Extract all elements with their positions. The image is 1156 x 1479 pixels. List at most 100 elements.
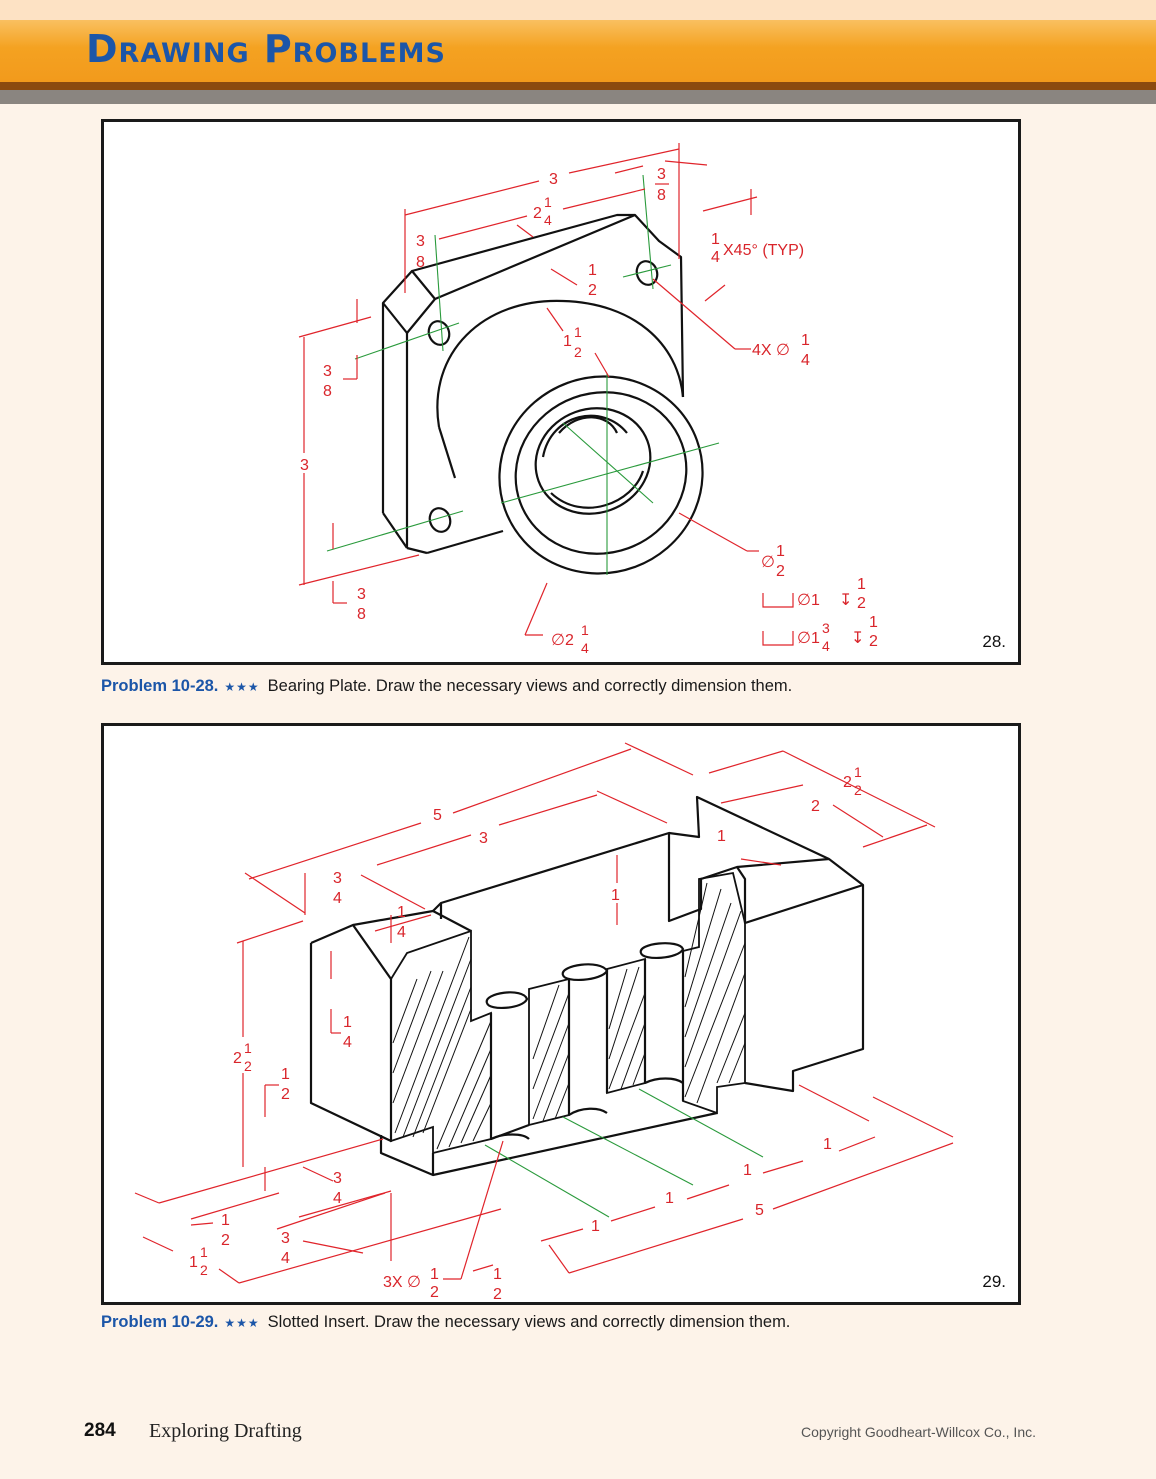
figure-caption-29: Problem 10-29. ★★★ Slotted Insert. Draw th… (101, 1313, 790, 1332)
svg-text:∅1: ∅1 (797, 630, 820, 647)
page-number: 284 (84, 1420, 116, 1441)
svg-text:2: 2 (776, 563, 785, 580)
svg-text:3: 3 (479, 830, 488, 847)
svg-text:3: 3 (281, 1230, 290, 1247)
svg-text:↧: ↧ (851, 630, 864, 647)
svg-text:8: 8 (657, 187, 666, 204)
svg-text:3: 3 (333, 1170, 342, 1187)
svg-text:4: 4 (397, 924, 406, 941)
svg-text:4: 4 (581, 640, 589, 656)
copyright-notice: Copyright Goodheart-Willcox Co., Inc. (801, 1424, 1036, 1440)
svg-text:4: 4 (822, 638, 830, 654)
header-banner: Drawing Problems (0, 0, 1156, 104)
svg-text:X45° (TYP): X45° (TYP) (723, 242, 804, 259)
svg-text:2: 2 (281, 1086, 290, 1103)
book-title: Exploring Drafting (149, 1420, 302, 1442)
banner-divider (0, 82, 1156, 90)
bearing-plate-dimension-lines (298, 143, 794, 646)
page-title: Drawing Problems (86, 27, 446, 71)
svg-text:4: 4 (801, 352, 810, 369)
svg-text:1: 1 (574, 324, 582, 340)
slotted-insert-drawing: 5 3 212 2 1 1 34 14 14 212 12 34 12 34 1… (134, 742, 954, 1302)
svg-text:3: 3 (416, 233, 425, 250)
svg-text:5: 5 (755, 1202, 764, 1219)
svg-text:3: 3 (333, 870, 342, 887)
svg-text:2: 2 (574, 344, 582, 360)
hatch-lines (392, 882, 746, 1150)
svg-text:8: 8 (416, 254, 425, 271)
svg-text:4: 4 (281, 1250, 290, 1267)
svg-text:1: 1 (854, 764, 862, 780)
bearing-plate-object-lines (381, 213, 704, 575)
svg-text:1: 1 (776, 543, 785, 560)
slotted-insert-dimension-lines (134, 742, 954, 1284)
svg-text:1: 1 (343, 1014, 352, 1031)
svg-text:∅2: ∅2 (551, 632, 574, 649)
svg-text:∅: ∅ (761, 554, 775, 571)
svg-text:1: 1 (221, 1212, 230, 1229)
banner-main-strip (0, 20, 1156, 82)
svg-text:8: 8 (323, 383, 332, 400)
banner-top-strip (0, 0, 1156, 20)
difficulty-stars: ★★★ (224, 1316, 260, 1330)
svg-text:2: 2 (843, 774, 852, 791)
caption-text: Bearing Plate. Draw the necessary views … (267, 677, 793, 695)
svg-text:1: 1 (281, 1066, 290, 1083)
svg-text:1: 1 (823, 1136, 832, 1153)
svg-text:2: 2 (857, 595, 866, 612)
svg-text:1: 1 (611, 887, 620, 904)
svg-text:2: 2 (200, 1262, 208, 1278)
svg-text:1: 1 (200, 1244, 208, 1260)
svg-text:2: 2 (221, 1232, 230, 1249)
svg-text:∅1: ∅1 (797, 592, 820, 609)
svg-text:2: 2 (233, 1050, 242, 1067)
svg-text:2: 2 (493, 1286, 502, 1302)
svg-text:1: 1 (717, 828, 726, 845)
svg-text:1: 1 (869, 614, 878, 631)
svg-text:8: 8 (357, 606, 366, 623)
svg-text:4: 4 (711, 249, 720, 266)
svg-text:1: 1 (857, 576, 866, 593)
slotted-insert-object-lines (309, 795, 865, 1177)
svg-text:1: 1 (244, 1040, 252, 1056)
figure-number: 28. (982, 632, 1006, 651)
svg-text:2: 2 (588, 282, 597, 299)
slotted-insert-dimension-text: 5 3 212 2 1 1 34 14 14 212 12 34 12 34 1… (189, 764, 862, 1302)
svg-text:3: 3 (822, 620, 830, 636)
svg-text:1: 1 (588, 262, 597, 279)
svg-text:4: 4 (544, 212, 552, 228)
svg-text:1: 1 (544, 194, 552, 210)
figure-caption-28: Problem 10-28. ★★★ Bearing Plate. Draw the… (101, 677, 792, 696)
svg-text:1: 1 (189, 1254, 198, 1271)
svg-text:4: 4 (333, 1190, 342, 1207)
svg-text:1: 1 (711, 231, 720, 248)
svg-text:1: 1 (665, 1190, 674, 1207)
svg-text:1: 1 (743, 1162, 752, 1179)
caption-text: Slotted Insert. Draw the necessary views… (267, 1313, 791, 1331)
svg-text:3: 3 (549, 171, 558, 188)
svg-text:3X ∅: 3X ∅ (383, 1274, 421, 1291)
svg-text:4X ∅: 4X ∅ (752, 342, 790, 359)
svg-text:1: 1 (563, 333, 572, 350)
svg-text:1: 1 (591, 1218, 600, 1235)
svg-text:2: 2 (533, 205, 542, 222)
bearing-plate-centerlines (326, 174, 720, 575)
svg-text:3: 3 (300, 457, 309, 474)
problem-label: Problem 10-29. (101, 1313, 219, 1331)
svg-text:2: 2 (811, 798, 820, 815)
svg-text:5: 5 (433, 807, 442, 824)
svg-text:2: 2 (430, 1284, 439, 1301)
difficulty-stars: ★★★ (224, 680, 260, 694)
svg-text:3: 3 (357, 586, 366, 603)
figure-number: 29. (982, 1272, 1006, 1291)
svg-text:2: 2 (854, 782, 862, 798)
svg-text:↧: ↧ (839, 592, 852, 609)
problem-label: Problem 10-28. (101, 677, 219, 695)
svg-text:3: 3 (657, 166, 666, 183)
slotted-insert-centerlines (484, 1088, 764, 1218)
banner-divider-gray (0, 90, 1156, 104)
svg-text:1: 1 (581, 622, 589, 638)
svg-text:1: 1 (801, 332, 810, 349)
